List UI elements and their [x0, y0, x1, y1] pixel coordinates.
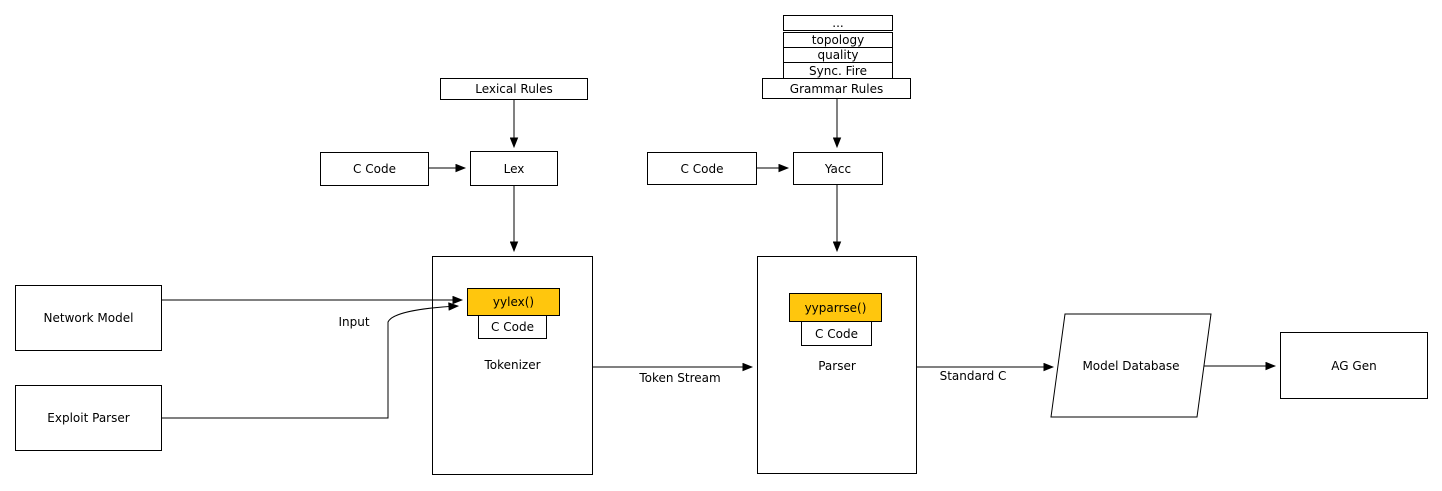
tokenizer-label: Tokenizer — [484, 358, 541, 372]
model-database-label: Model Database — [1082, 358, 1180, 373]
parser-c-code-box: C Code — [801, 321, 872, 346]
stack-item-quality: quality — [783, 47, 893, 63]
standard-c-edge-label: Standard C — [939, 369, 1007, 383]
exploit-parser-box: Exploit Parser — [15, 385, 162, 451]
ag-gen-box: AG Gen — [1280, 332, 1428, 399]
lex-box: Lex — [470, 151, 558, 186]
tokenizer-box — [432, 256, 593, 475]
stack-item-ellipsis: ... — [783, 15, 893, 31]
token-stream-edge-label: Token Stream — [639, 371, 721, 385]
tokenizer-c-code-box: C Code — [478, 315, 547, 339]
stack-item-sync-fire: Sync. Fire — [783, 62, 893, 79]
yacc-box: Yacc — [793, 152, 883, 185]
c-code-right-box: C Code — [647, 152, 757, 185]
model-database-shape — [1050, 313, 1212, 418]
yyparrse-function-box: yyparrse() — [789, 293, 882, 322]
stack-item-topology: topology — [783, 32, 893, 48]
grammar-rules-box: Grammar Rules — [762, 78, 911, 99]
parser-label: Parser — [818, 359, 856, 373]
c-code-left-box: C Code — [320, 152, 429, 186]
edge-exploit-parser-to-yylex — [162, 302, 460, 419]
yylex-function-box: yylex() — [467, 288, 560, 316]
lexical-rules-box: Lexical Rules — [440, 78, 588, 100]
network-model-box: Network Model — [15, 285, 162, 351]
input-edge-label: Input — [338, 315, 370, 329]
parser-box — [757, 256, 917, 474]
